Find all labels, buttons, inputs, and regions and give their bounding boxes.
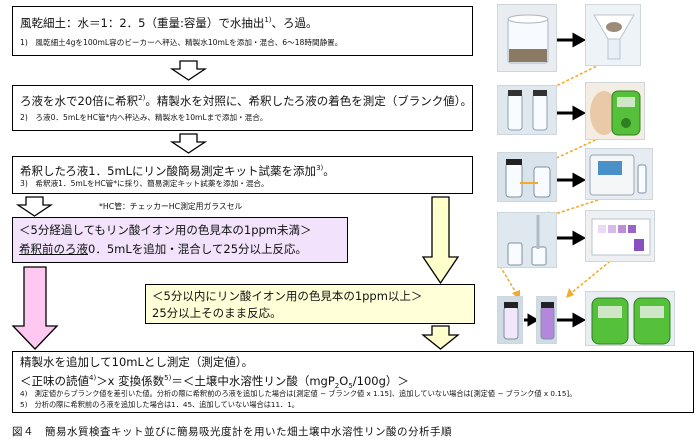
formula-a: ＜正味の読値 <box>20 373 89 388</box>
step1-text: 風乾細土：水＝1：2．5（重量:容量）で水抽出1)、ろ過。 <box>20 13 318 30</box>
step4-rest: 0．5mLを追加・混合して25分以上反応。 <box>88 242 308 256</box>
photo-reaction-tube-1 <box>497 296 523 344</box>
figure-caption: 図４ 簡易水質検査キット並びに簡易吸光度計を用いた畑土壌中水溶性リン酸の分析手順 <box>12 426 452 438</box>
photo-meter-blank <box>585 82 645 140</box>
step1-note: 1) 風乾細土4gを100mL容のビーカーへ秤込、精製水10mLを添加・混合、6… <box>20 38 343 47</box>
formula-e: /100g）＞ <box>352 373 409 388</box>
step3-text: 希釈したろ液1．5mLにリン酸簡易測定キット試薬を添加3)。 <box>20 161 335 178</box>
photo-reagent-vials <box>497 152 557 202</box>
down-arrow-2 <box>169 133 208 154</box>
step5-line2: 25分以上そのまま反応。 <box>152 306 282 320</box>
formula-d: O <box>339 373 349 388</box>
step6-note5: 5) 分析の際に希釈前のろ液を追加した場合は1．45、追加していない場合は11．… <box>20 400 299 409</box>
step3-sup: 3) <box>316 164 324 172</box>
hc-tube-note: *HC管：チェッカーHC測定用ガラスセル <box>99 202 243 211</box>
step2-note: 2) ろ液0．5mLをHC管*内へ秤込み、精製水を10mLまで添加・混合。 <box>20 113 268 122</box>
yellow-arrow-final <box>421 325 460 350</box>
step3-note: 3) 希釈液1．5mLをHC管*に採り、簡易測定キット試薬を添加・混合。 <box>20 179 269 188</box>
step3-box: 希釈したろ液1．5mLにリン酸簡易測定キット試薬を添加3)。 3) 希釈液1．5… <box>12 156 473 194</box>
yellow-arrow-branch <box>421 196 460 285</box>
photo-color-chart <box>585 210 655 262</box>
formula-sup-b: 5) <box>164 374 172 382</box>
step4-box: ＜5分経過してもリン酸イオン用の色見本の1ppm未満＞ 希釈前のろ液0．5mLを… <box>12 217 348 263</box>
step1-box: 風乾細土：水＝1：2．5（重量:容量）で水抽出1)、ろ過。 1) 風乾細土4gを… <box>12 6 473 56</box>
step3-tail: 。 <box>323 163 335 178</box>
photo-meter-final <box>585 291 675 346</box>
photo-meter-reagent <box>585 148 653 200</box>
step1-main: 風乾細土：水＝1：2．5（重量:容量）で水抽出 <box>20 15 265 30</box>
photo-pipette <box>497 212 557 268</box>
formula-sup-a: 4) <box>89 374 97 382</box>
down-arrow-1 <box>169 60 208 81</box>
step4-line1: ＜5分経過してもリン酸イオン用の色見本の1ppm未満＞ <box>19 223 312 237</box>
step6-box: 精製水を追加して10mLとし測定（測定値）。 ＜正味の読値4)＞x 変換係数5)… <box>12 351 694 413</box>
step2-sup: 2) <box>138 94 146 102</box>
step6-note4: 4) 測定値からブランク値を差引いた値。分析の際に希釈前のろ液を追加した場合は[… <box>20 389 577 398</box>
step3-main: 希釈したろ液1．5mLにリン酸簡易測定キット試薬を添加 <box>20 163 317 178</box>
step4-line2: 希釈前のろ液0．5mLを追加・混合して25分以上反応。 <box>19 242 307 256</box>
step6-line1: 精製水を追加して10mLとし測定（測定値）。 <box>20 355 254 369</box>
step2-tail: 。精製水を対照に、希釈したろ液の着色を測定（ブランク値）。 <box>145 93 473 108</box>
photo-beaker-soil <box>497 4 557 72</box>
formula-sub-2: 5 <box>348 382 353 391</box>
step2-box: ろ液を水で20倍に希釈2)。精製水を対照に、希釈したろ液の着色を測定（ブランク値… <box>12 85 473 131</box>
step2-main: ろ液を水で20倍に希釈 <box>20 93 139 108</box>
pink-arrow <box>11 266 59 350</box>
formula-b: ＞x 変換係数 <box>96 373 165 388</box>
step5-line1: ＜5分以内にリン酸イオン用の色見本の1ppm以上＞ <box>152 289 423 303</box>
formula-c: ＝＜土壌中水溶性リン酸（mgP <box>171 373 335 388</box>
step6-formula: ＜正味の読値4)＞x 変換係数5)＝＜土壌中水溶性リン酸（mgP2O5/100g… <box>20 371 409 393</box>
photo-reaction-tube-2 <box>536 296 557 344</box>
photo-filter-funnel <box>585 4 641 66</box>
formula-sub-1: 2 <box>334 382 340 391</box>
down-arrow-left-small <box>15 196 54 217</box>
step5-box: ＜5分以内にリン酸イオン用の色見本の1ppm以上＞ 25分以上そのまま反応。 <box>145 284 475 324</box>
photo-hc-tubes <box>497 85 557 135</box>
step1-tail: 、ろ過。 <box>271 15 318 30</box>
step1-sup: 1) <box>264 16 272 24</box>
step4-underlined: 希釈前のろ液 <box>19 242 88 256</box>
step2-text: ろ液を水で20倍に希釈2)。精製水を対照に、希釈したろ液の着色を測定（ブランク値… <box>20 91 472 108</box>
